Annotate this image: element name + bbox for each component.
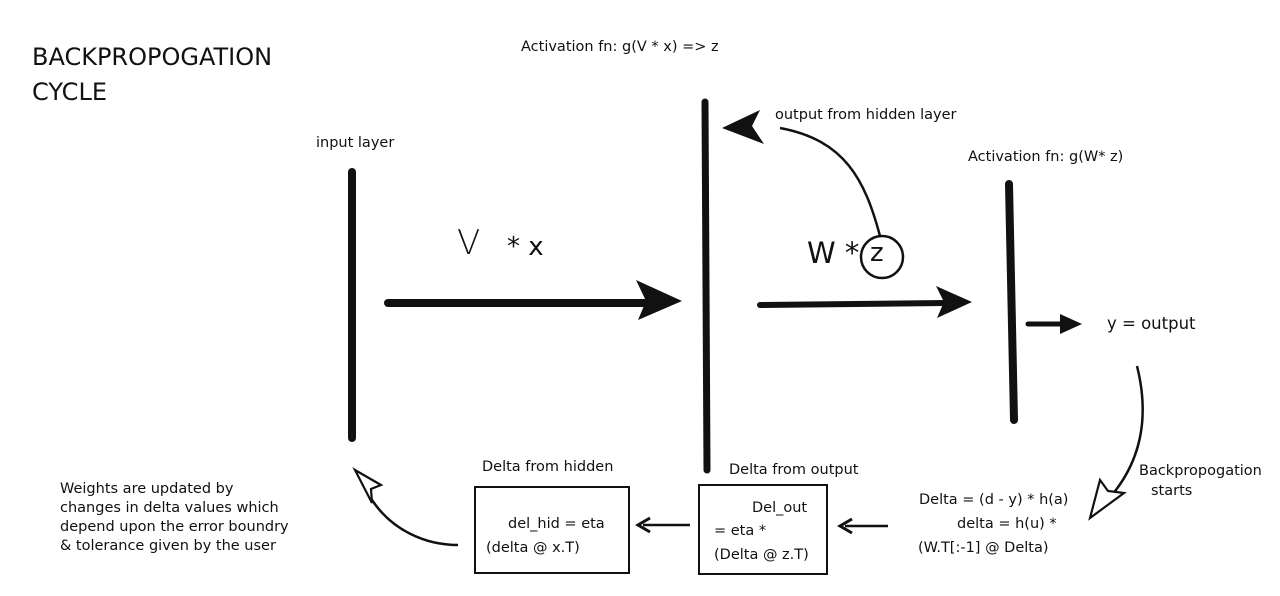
delta-from-output-label: Delta from output	[729, 462, 859, 478]
delta-from-hidden-label: Delta from hidden	[482, 459, 614, 475]
del-out-box: Del_out = eta * (Delta @ z.T)	[698, 484, 828, 575]
z-circle	[859, 234, 905, 280]
arrow-to-output-y	[1025, 314, 1082, 334]
arrow-input-to-hidden	[384, 280, 682, 320]
v-term: V	[457, 223, 481, 263]
weights-note-line-1: Weights are updated by	[60, 481, 234, 497]
arrow-formulas-to-delout	[837, 517, 888, 535]
arrow-hidden-to-output	[757, 286, 972, 318]
weights-note-line-2: changes in delta values which	[60, 500, 279, 516]
delta-formula-3: (W.T[:-1] @ Delta)	[918, 540, 1049, 556]
arrow-update-input-weights	[352, 467, 459, 547]
page-title: BACKPROPOGATION CYCLE	[32, 43, 273, 106]
activation-output-label: Activation fn: g(W* z)	[968, 149, 1124, 165]
del-hid-line-2: (delta @ x.T)	[486, 540, 580, 556]
output-layer-bar	[1005, 180, 1018, 424]
delta-formula-2: delta = h(u) *	[957, 516, 1057, 532]
del-out-line-3: (Delta @ z.T)	[714, 547, 809, 563]
w-term: W *	[807, 236, 860, 270]
del-hid-line-1: del_hid = eta	[508, 516, 605, 532]
input-layer-label: input layer	[316, 135, 395, 151]
del-hid-box: del_hid = eta (delta @ x.T)	[474, 486, 630, 574]
activation-hidden-label: Activation fn: g(V * x) => z	[521, 39, 719, 55]
weights-note-line-3: depend upon the error boundry	[60, 519, 289, 535]
hidden-layer-bar	[701, 98, 711, 474]
x-term: * x	[507, 232, 544, 262]
arrow-delout-to-delhid	[635, 516, 690, 534]
y-output-label: y = output	[1107, 314, 1196, 333]
output-from-hidden-label: output from hidden layer	[775, 107, 957, 123]
arrow-backprop-start	[1088, 365, 1144, 521]
arrow-output-from-hidden	[722, 110, 882, 237]
delta-formula-1: Delta = (d - y) * h(a)	[919, 492, 1069, 508]
del-out-line-2: = eta *	[714, 523, 767, 539]
z-symbol: z	[870, 238, 884, 268]
weights-note-line-4: & tolerance given by the user	[60, 538, 276, 554]
backprop-starts-label-2: starts	[1151, 483, 1193, 499]
del-out-line-1: Del_out	[752, 500, 808, 516]
backprop-starts-label-1: Backpropogation	[1139, 463, 1262, 479]
